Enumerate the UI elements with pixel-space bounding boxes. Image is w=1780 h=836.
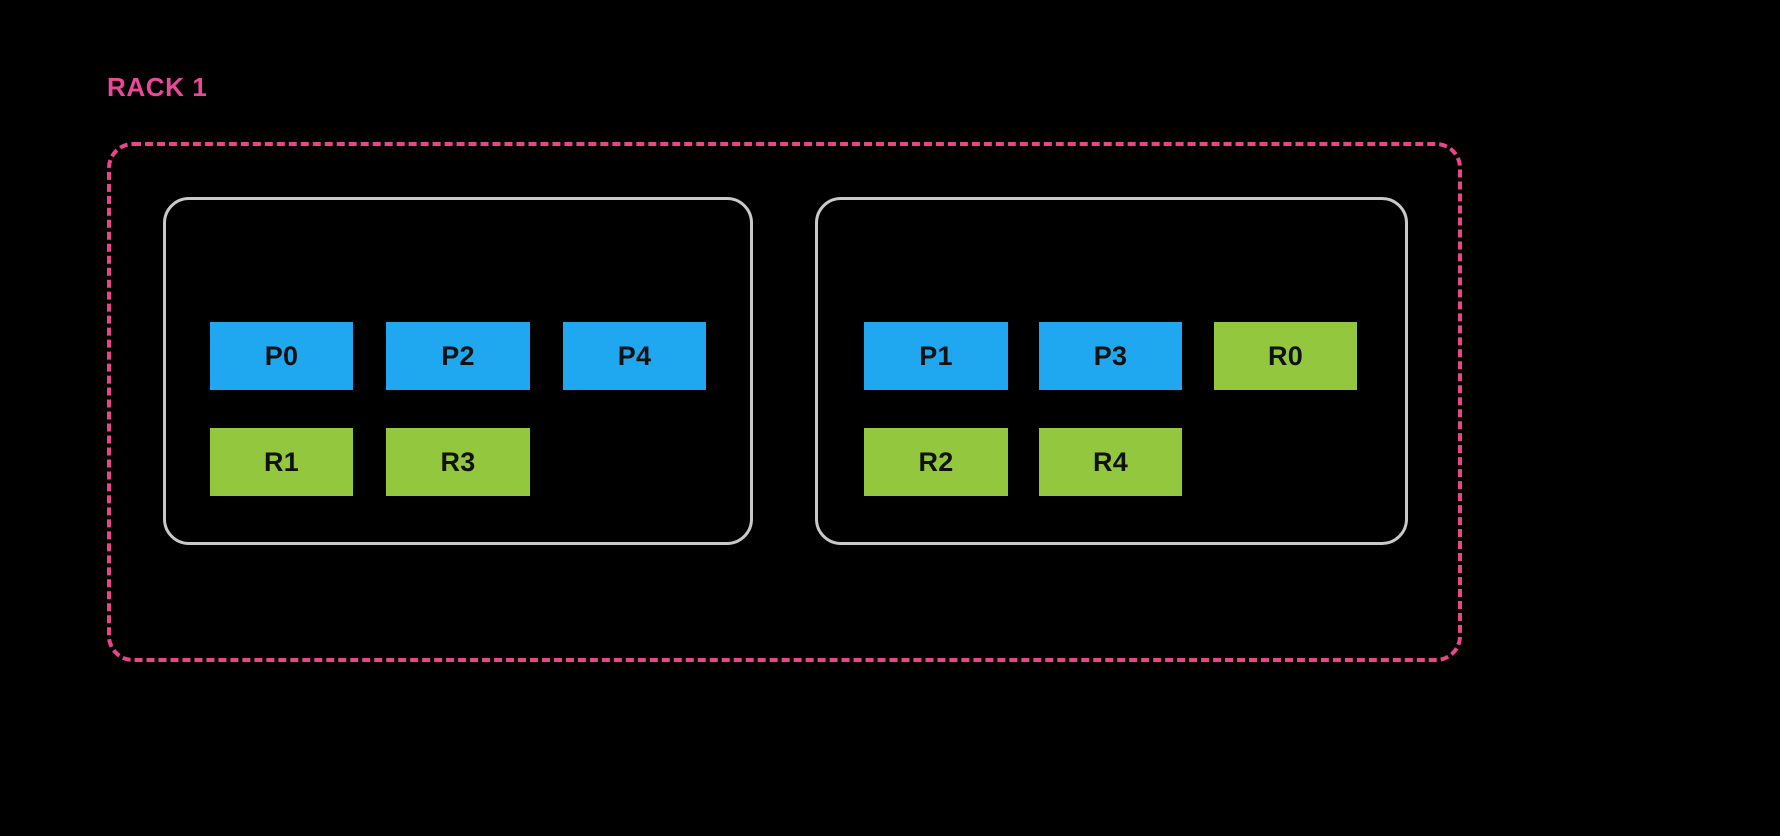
replica-chip-r0: R0	[1214, 322, 1357, 390]
broker-node-1	[163, 197, 753, 545]
chip-label: R0	[1267, 340, 1304, 371]
chip-label: P2	[441, 340, 475, 371]
chip-label: P0	[264, 340, 299, 371]
chip-label: R4	[1092, 446, 1129, 477]
replica-chip-r2: R2	[864, 428, 1008, 496]
chip-label: R3	[440, 446, 476, 477]
replica-chip-r3: R3	[386, 428, 530, 496]
broker-node-2	[815, 197, 1408, 545]
chip-label: P4	[617, 340, 652, 371]
chip-label: R1	[263, 446, 300, 477]
chip-label: P1	[919, 340, 953, 371]
partition-chip-p3: P3	[1039, 322, 1182, 390]
chip-label: R2	[918, 446, 954, 477]
replica-chip-r1: R1	[210, 428, 353, 496]
replica-chip-r4: R4	[1039, 428, 1182, 496]
rack-label: RACK 1	[107, 72, 208, 102]
partition-chip-p4: P4	[563, 322, 706, 390]
rack-boundary	[107, 142, 1462, 662]
partition-chip-p0: P0	[210, 322, 353, 390]
chip-label: P3	[1093, 340, 1128, 371]
partition-chip-p1: P1	[864, 322, 1008, 390]
partition-chip-p2: P2	[386, 322, 530, 390]
